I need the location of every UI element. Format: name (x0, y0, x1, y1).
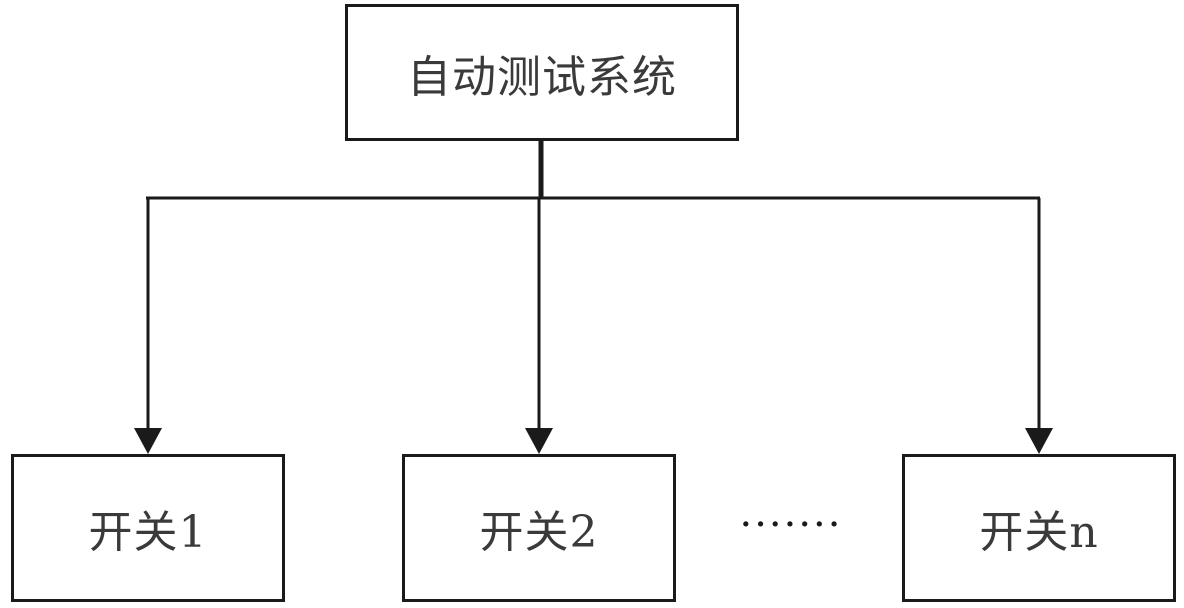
root-node-label: 自动测试系统 (407, 41, 677, 105)
switch-node-2: 开关2 (402, 454, 676, 602)
switch-node-label: 开关2 (480, 496, 599, 560)
root-node: 自动测试系统 (345, 4, 739, 141)
switch-node-n: 开关n (902, 454, 1176, 602)
ellipsis-text: ······· (716, 500, 866, 550)
switch-node-label: 开关n (979, 496, 1098, 560)
switch-node-1: 开关1 (11, 454, 285, 602)
switch-node-label: 开关1 (89, 496, 208, 560)
arrowhead-n (1025, 428, 1053, 454)
arrowhead-2 (525, 428, 553, 454)
arrowhead-1 (134, 428, 162, 454)
